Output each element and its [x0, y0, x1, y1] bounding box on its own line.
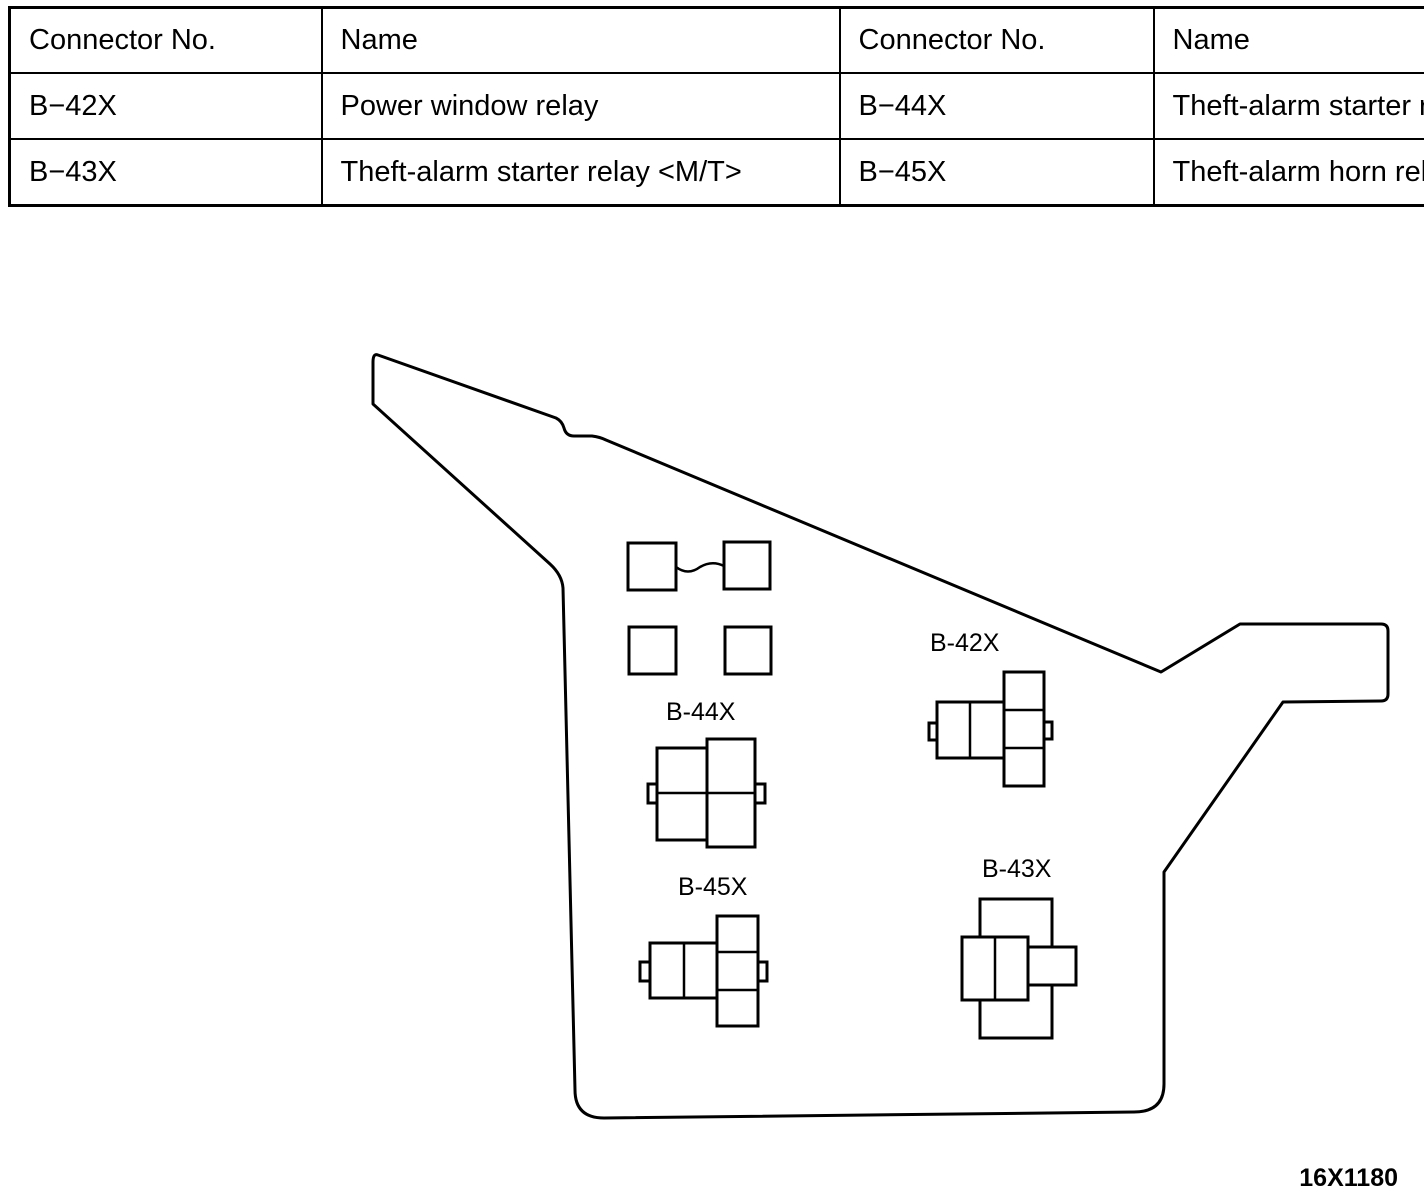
table-cell: B−44X: [838, 72, 1155, 140]
table-cell: Theft-alarm starter relay <A/T>: [1152, 72, 1424, 140]
header-name: Name: [1152, 6, 1424, 74]
table-row: B−42X Power window relay B−44X Theft-ala…: [8, 72, 1424, 140]
table-row: B−43X Theft-alarm starter relay <M/T> B−…: [8, 138, 1424, 207]
jumper-wire: [675, 562, 725, 573]
connector-b42x: B-42X: [927, 629, 1054, 788]
unlabeled-socket-group: [626, 540, 773, 676]
table-cell: Theft-alarm horn relay: [1152, 138, 1424, 207]
table-cell: Power window relay: [320, 72, 841, 140]
header-connector-no: Connector No.: [838, 6, 1155, 74]
table-cell: B−43X: [8, 138, 323, 207]
socket: [722, 540, 772, 591]
connector-label-b44x: B-44X: [666, 698, 736, 726]
header-name: Name: [320, 6, 841, 74]
table-cell: B−45X: [838, 138, 1155, 207]
connector-body: [935, 700, 1008, 760]
table-header-row: Connector No. Name Connector No. Name: [8, 6, 1424, 74]
table-cell: Theft-alarm starter relay <M/T>: [320, 138, 841, 207]
connector-label-b43x: B-43X: [982, 855, 1052, 883]
connector-b45x: B-45X: [638, 873, 769, 1028]
header-connector-no: Connector No.: [8, 6, 323, 74]
connector-latch-block: [1024, 945, 1078, 987]
figure-code: 16X1180: [1299, 1164, 1398, 1192]
socket: [723, 625, 773, 676]
connector-table: Connector No. Name Connector No. Name B−…: [8, 6, 1424, 207]
table-cell: B−42X: [8, 72, 323, 140]
socket: [627, 625, 678, 676]
connector-label-b42x: B-42X: [930, 629, 1000, 657]
relay-box-outline: [371, 353, 1390, 1120]
connector-housing: [715, 914, 760, 1028]
connector-b44x: B-44X: [646, 698, 767, 849]
connector-housing: [1002, 670, 1046, 788]
connector-b43x: B-43X: [960, 855, 1078, 1040]
socket: [626, 541, 678, 592]
connector-label-b45x: B-45X: [678, 873, 748, 901]
